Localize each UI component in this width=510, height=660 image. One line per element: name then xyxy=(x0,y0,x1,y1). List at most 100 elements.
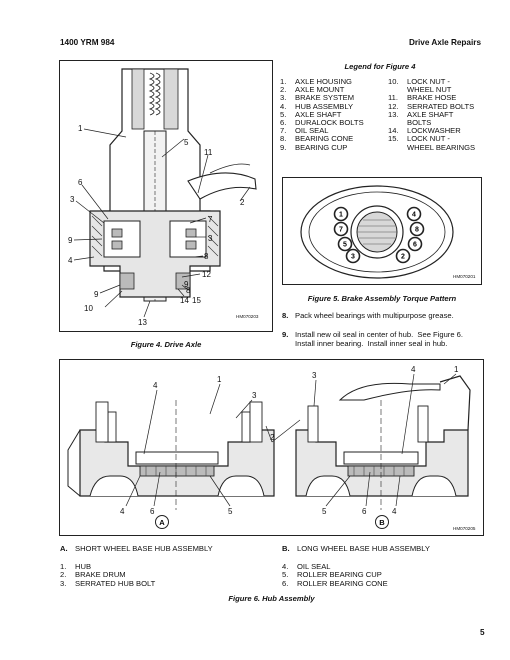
hub-legend-item: 3.SERRATED HUB BOLT xyxy=(60,578,156,588)
svg-text:8: 8 xyxy=(415,227,419,234)
b-callout-4-top: 4 xyxy=(411,365,416,374)
callout-13: 13 xyxy=(138,318,147,327)
callout-2: 2 xyxy=(240,198,245,207)
callout-11: 11 xyxy=(204,148,213,157)
bolt-4: 4 xyxy=(406,206,422,222)
svg-text:6: 6 xyxy=(413,242,417,249)
hub-legend-item: 5.ROLLER BEARING CUP xyxy=(282,570,382,580)
figure-6-image-code: HM070205 xyxy=(453,526,476,531)
callout-2-shared: 2 xyxy=(270,433,275,442)
svg-text:7: 7 xyxy=(339,227,343,234)
legend-item: 13.AXLE SHAFT BOLTS xyxy=(388,109,454,128)
callout-7: 7 xyxy=(208,215,213,224)
page-number: 5 xyxy=(480,628,485,637)
hub-legend-left-list: 1.HUB 2.BRAKE DRUM 3.SERRATED HUB BOLT xyxy=(60,562,260,588)
bolt-circles: 1 2 3 4 5 6 7 8 xyxy=(333,206,425,264)
svg-text:A: A xyxy=(159,518,165,527)
bolt-1: 1 xyxy=(333,206,349,222)
svg-text:B: B xyxy=(379,518,385,527)
figure-6-caption: Figure 6. Hub Assembly xyxy=(228,594,315,603)
legend-item: 15.LOCK NUT - WHEEL BEARINGS xyxy=(388,134,476,152)
legend-item: 1.AXLE HOUSING xyxy=(280,77,352,86)
callout-8: 8 xyxy=(204,252,209,261)
callout-10: 10 xyxy=(84,304,93,313)
hub-legend-right-list: 4.OIL SEAL 5.ROLLER BEARING CUP 6.ROLLER… xyxy=(282,562,482,588)
callout-5: 5 xyxy=(184,138,189,147)
view-b-marker: B xyxy=(375,515,389,529)
callout-9c: 9 xyxy=(184,280,189,289)
bolt-6: 6 xyxy=(407,236,423,252)
document-code: 1400 YRM 984 xyxy=(60,38,115,47)
a-callout-3: 3 xyxy=(252,391,257,400)
svg-text:2: 2 xyxy=(401,254,405,261)
hub-legend-a: A.SHORT WHEEL BASE HUB ASSEMBLY xyxy=(60,544,213,553)
legend-item: 9.BEARING CUP xyxy=(280,142,348,152)
a-callout-6: 6 xyxy=(150,507,155,516)
step-8: 8.Pack wheel bearings with multipurpose … xyxy=(282,311,454,320)
figure-5-image-code: HM070201 xyxy=(453,274,476,279)
callout-6: 6 xyxy=(78,178,83,187)
figure-4-caption: Figure 4. Drive Axle xyxy=(130,340,202,349)
b-callout-1: 1 xyxy=(454,365,459,374)
callout-15: 15 xyxy=(192,296,201,305)
section-title: Drive Axle Repairs xyxy=(408,38,481,47)
svg-text:5: 5 xyxy=(343,242,347,249)
svg-text:4: 4 xyxy=(412,212,416,219)
legend-title: Legend for Figure 4 xyxy=(344,62,416,71)
legend-item: 6.DURALOCK BOLTS xyxy=(280,118,364,128)
b-callout-5: 5 xyxy=(322,507,327,516)
hub-assembly-drawing: 4 1 3 2 3 4 1 4 6 5 5 6 4 A B HM070205 xyxy=(67,365,476,531)
callout-12: 12 xyxy=(202,270,211,279)
svg-text:3: 3 xyxy=(351,254,355,261)
b-callout-3: 3 xyxy=(312,371,317,380)
legend-item: 4.HUB ASSEMBLY xyxy=(280,101,354,111)
legend-item: 10.LOCK NUT - WHEEL NUT xyxy=(388,77,452,95)
legend-item: 5.AXLE SHAFT xyxy=(280,109,342,119)
bolt-7: 7 xyxy=(333,221,349,237)
hub-legend-b: B.LONG WHEEL BASE HUB ASSEMBLY xyxy=(282,544,430,553)
figure-4-callout-numbers: 1 2 3 3 4 5 6 7 8 8 9 9 9 10 11 12 13 14… xyxy=(68,124,245,327)
view-a-marker: A xyxy=(155,515,169,529)
torque-pattern-drawing: 1 2 3 4 5 6 7 8 HM070201 xyxy=(300,185,476,279)
a-callout-5: 5 xyxy=(228,507,233,516)
legend-item: 12.SERRATED BOLTS xyxy=(388,101,475,111)
legend-item: 14.LOCKWASHER xyxy=(388,126,461,136)
a-callout-4-top: 4 xyxy=(153,381,158,390)
hub-legend-item: 4.OIL SEAL xyxy=(282,562,331,571)
legend-right-column: 10.LOCK NUT - WHEEL NUT 11.BRAKE HOSE 12… xyxy=(388,77,488,152)
figure-6-hub-assembly: 4 1 3 2 3 4 1 4 6 5 5 6 4 A B HM070205 xyxy=(59,359,484,536)
legend-item: 2.AXLE MOUNT xyxy=(280,85,345,95)
hub-view-a xyxy=(67,400,275,510)
bolt-3: 3 xyxy=(345,248,361,264)
figure-5-torque-pattern: 1 2 3 4 5 6 7 8 HM070201 xyxy=(282,177,482,285)
hub-legend-item: 2.BRAKE DRUM xyxy=(60,570,126,580)
step-9: 9.Install new oil seal in center of hub.… xyxy=(282,330,464,349)
bolt-2: 2 xyxy=(395,248,411,264)
callout-8b: 8 xyxy=(186,286,191,295)
a-callout-1: 1 xyxy=(217,375,222,384)
callout-4: 4 xyxy=(68,256,73,265)
b-callout-4-bottom: 4 xyxy=(392,507,397,516)
legend-item: 7.OIL SEAL xyxy=(280,126,329,136)
figure-6-callout-numbers: 4 1 3 2 3 4 1 4 6 5 5 6 4 xyxy=(120,365,459,516)
callout-3: 3 xyxy=(70,195,75,204)
callout-3b: 3 xyxy=(208,234,213,243)
figure-4-image-code: HM070203 xyxy=(236,314,259,319)
legend-item: 3.BRAKE SYSTEM xyxy=(280,93,355,103)
b-callout-6: 6 xyxy=(362,507,367,516)
figure-5-caption: Figure 5. Brake Assembly Torque Pattern xyxy=(307,294,457,303)
callout-9: 9 xyxy=(68,236,73,245)
hub-legend-item: 6.ROLLER BEARING CONE xyxy=(282,578,388,588)
callout-14: 14 xyxy=(180,296,189,305)
hub-view-b xyxy=(295,375,471,510)
legend-left-column: 1.AXLE HOUSING 2.AXLE MOUNT 3.BRAKE SYST… xyxy=(280,77,390,152)
callout-1: 1 xyxy=(78,124,83,133)
hub-legend-item: 1.HUB xyxy=(60,562,92,571)
figure-4-drive-axle: 1 2 3 3 4 5 6 7 8 8 9 9 9 10 11 12 13 14… xyxy=(59,60,273,332)
callout-9b: 9 xyxy=(94,290,99,299)
legend-item: 8.BEARING CONE xyxy=(280,134,354,144)
svg-text:1: 1 xyxy=(339,212,343,219)
bolt-5: 5 xyxy=(337,236,353,252)
bolt-8: 8 xyxy=(409,221,425,237)
drive-axle-drawing: 1 2 3 3 4 5 6 7 8 8 9 9 9 10 11 12 13 14… xyxy=(68,68,259,327)
